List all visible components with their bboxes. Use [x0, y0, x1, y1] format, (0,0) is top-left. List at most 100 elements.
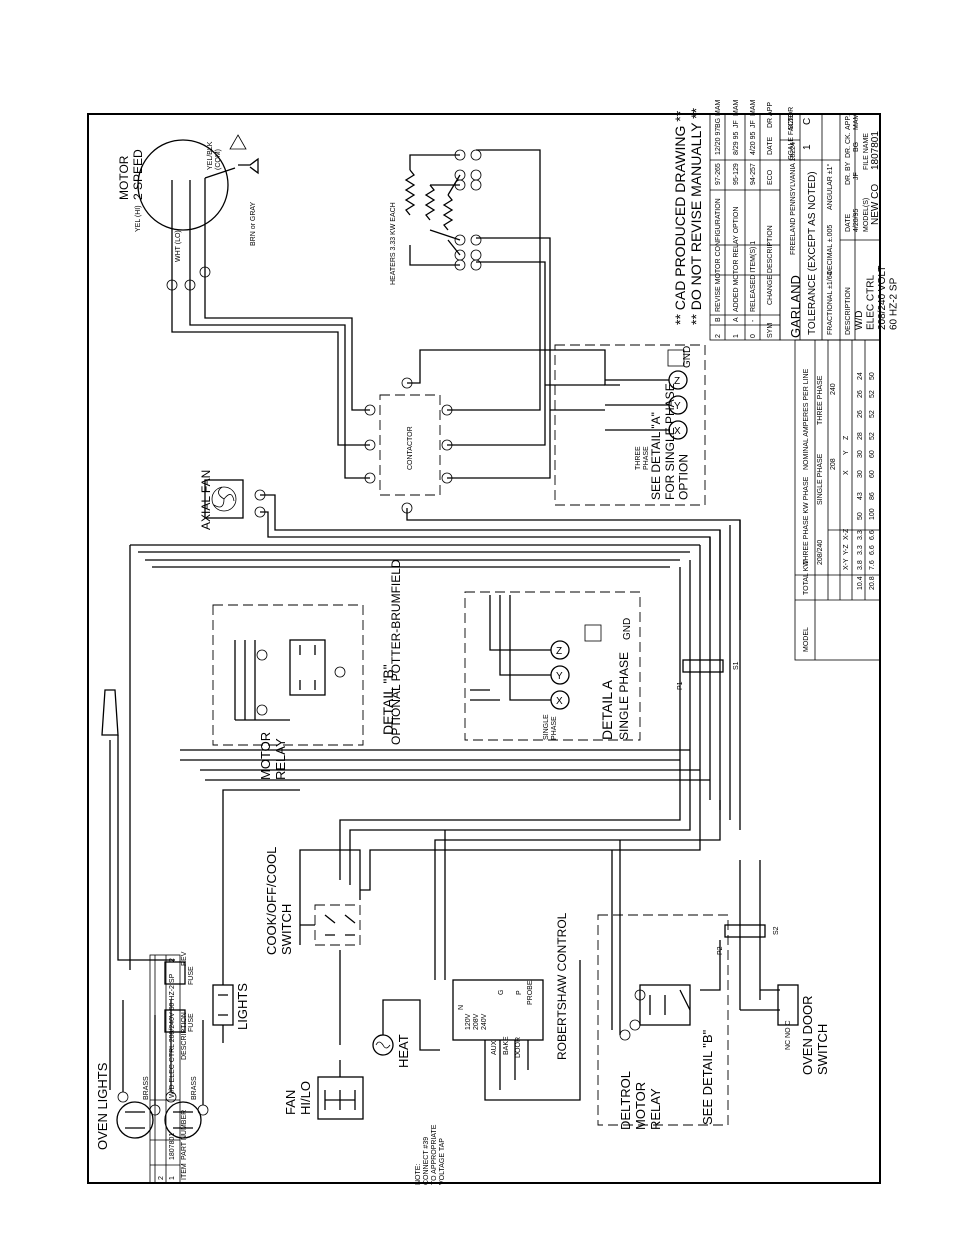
parts-header-part: PART NUMBER: [181, 1110, 188, 1160]
detail-b-title: DETAIL "B": [380, 664, 396, 735]
amp-col-model: MODEL: [803, 627, 810, 652]
rev-row2-app: MAM: [733, 100, 740, 117]
rev-row1-desc: REVISE MOTOR CONFIGURATION: [715, 198, 722, 312]
amp-cell: 60: [869, 450, 876, 458]
brass-2: BRASS: [191, 1076, 198, 1100]
fuse-1: FUSE: [188, 966, 195, 985]
amp-cell: 20.8: [869, 576, 876, 590]
tol-fractional: FRACTIONAL ±1/64: [827, 271, 834, 335]
parts-header-desc: DESCRIPTION: [181, 1012, 188, 1060]
scale-value: 1: [802, 144, 813, 150]
gnd-top: GND: [682, 346, 693, 368]
ctl-n: N: [458, 1005, 465, 1010]
amp-cell: 30: [857, 470, 864, 478]
lights-label: LIGHTS: [235, 983, 250, 1030]
amp-rows: 10.43.83.33.3504330302826262420.87.66.66…: [857, 372, 876, 590]
oven-door-switch: NC NO C OVEN DOORSWITCH: [777, 984, 830, 1075]
parts-header-rev: REV: [181, 951, 188, 966]
model-value: NEW CO: [870, 184, 881, 225]
motor-yel-hi: YEL (HI): [135, 205, 142, 232]
rev-row1-eco: 97-265: [715, 163, 722, 185]
parts-row1-desc: W/D ELEC CTRL 208/240V 60 HZ-2 SP: [169, 973, 176, 1098]
amp-cell: 3.8: [857, 560, 864, 570]
rev-row3-dr: JF: [750, 120, 757, 128]
rev-row3-desc: RELEASED ITEM(S) 1: [750, 241, 757, 312]
nc-no-c: NC NO C: [785, 1020, 792, 1050]
detail-a-title: DETAIL A: [599, 679, 615, 740]
amp-col-z: Z: [843, 435, 850, 440]
ctl-120v: 120V: [465, 1013, 472, 1030]
amp-col-xz: X-Z: [843, 528, 850, 540]
note-text: NOTE:CONNECT #39TO APPROPRIATEVOLTAGE TA…: [415, 1124, 446, 1185]
parts-header-item: ITEM: [181, 1163, 188, 1180]
axial-fan-label: AXIAL FAN: [199, 470, 213, 530]
amp-cell: 3.3: [857, 545, 864, 555]
amp-col-x: X: [843, 470, 850, 475]
svg-text:Z: Z: [674, 376, 680, 387]
detail-a-ref: SEE DETAIL "A"FOR SINGLE PHASEOPTION: [649, 383, 691, 500]
svg-text:Y: Y: [674, 401, 681, 412]
amp-col-three: THREE PHASE: [817, 375, 824, 425]
note: NOTE:CONNECT #39TO APPROPRIATEVOLTAGE TA…: [415, 1124, 446, 1185]
fan-hilo: FANHI/LO: [283, 950, 364, 1120]
date-value: 4/20/95: [853, 209, 860, 232]
amp-title: NOMINAL AMPERES PER LINE: [803, 368, 810, 470]
amp-col-y: Y: [843, 450, 850, 455]
date-label: DATE: [845, 214, 852, 232]
parts-row1-item: 1: [169, 1176, 176, 1180]
rev-row1-sym: 2: [715, 334, 722, 338]
amp-cell: 24: [857, 372, 864, 380]
s1-label: S1: [733, 661, 740, 670]
brass-1: BRASS: [143, 1076, 150, 1100]
motor-yel-blk: YEL/BLK(COM): [207, 141, 222, 170]
amp-cell: 100: [869, 508, 876, 520]
description-value: W/DELEC CTRL208/240 VOLT60 HZ-2 SP: [854, 266, 900, 330]
detail-b: MOTORRELAY DETAIL "B" OPTIONAL POTTER-BR…: [212, 559, 403, 780]
heat-label: HEAT: [396, 1034, 411, 1068]
detail-a: Z Y X GND SINGLEPHASE DETAIL A SINGLE PH…: [464, 591, 641, 741]
ctl-g: G: [498, 990, 505, 995]
rev-row2-desc: ADDED MOTOR RELAY OPTION: [733, 207, 740, 312]
three-phase-label: THREEPHASE: [635, 446, 650, 470]
ctl-bake: BAKE: [503, 1036, 510, 1055]
rev-row3-date: 4/20 95: [750, 132, 757, 155]
contactor-label: CONTACTOR: [407, 426, 414, 470]
rev-header-date: DATE: [767, 137, 774, 155]
parts-row1-part: 1807801: [169, 1133, 176, 1160]
amp-cell: 52: [869, 410, 876, 418]
ctl-p: P: [516, 990, 523, 995]
connector-p1-s1: P1 S1: [180, 520, 741, 830]
fuses: FUSE FUSE: [164, 961, 195, 1033]
rev-row1-date: 12/20 97: [715, 128, 722, 155]
heaters-label: HEATERS 3.33 KW EACH: [390, 202, 397, 285]
svg-text:Y: Y: [556, 671, 563, 682]
rev-header-desc: CHANGE DESCRIPTION: [767, 225, 774, 305]
rev-header-app: APP: [767, 102, 774, 116]
cad-note: ** CAD PRODUCED DRAWING **** DO NOT REVI…: [672, 107, 704, 325]
s2-label: S2: [773, 926, 780, 935]
contactor: CONTACTOR: [364, 377, 453, 514]
terminal-block-3ph: Z Y X GND THREEPHASE SEE DETAIL "A"FOR S…: [545, 107, 706, 506]
detail-a-sub: SINGLE PHASE: [617, 652, 631, 740]
ctl-aux: AUX: [491, 1040, 498, 1055]
motor: MOTOR2 SPEED YEL (HI) WHT (LO) YEL/BLK(C…: [117, 134, 259, 291]
rev-row2-dr: JF: [733, 120, 740, 128]
amp-cell: 52: [869, 432, 876, 440]
amp-cell: 3.3: [857, 530, 864, 540]
tol-angular: ANGULAR ±1°: [826, 163, 834, 210]
rev-row2-sym: 1: [733, 334, 740, 338]
ctl-probe: PROBE: [527, 980, 534, 1005]
detail-b-sub: OPTIONAL POTTER-BRUMFIELD: [389, 559, 403, 745]
model-label: MODEL(S): [863, 198, 870, 232]
amperes-table: MODEL TOTAL KW THREE PHASE KW PHASE NOMI…: [794, 339, 881, 661]
amp-cell: 28: [857, 432, 864, 440]
amp-col-xy: X-Y: [843, 558, 850, 570]
amp-cell: 86: [869, 492, 876, 500]
axial-fan: AXIAL FAN: [199, 470, 266, 530]
svg-text:Z: Z: [556, 646, 562, 657]
oven-lights: OVEN LIGHTS BRASS BRASS: [95, 689, 209, 1150]
rev-row2-rev: A: [733, 317, 740, 322]
motor-brn-gray: BRN or GRAY: [250, 201, 257, 246]
svg-text:X: X: [674, 426, 681, 437]
